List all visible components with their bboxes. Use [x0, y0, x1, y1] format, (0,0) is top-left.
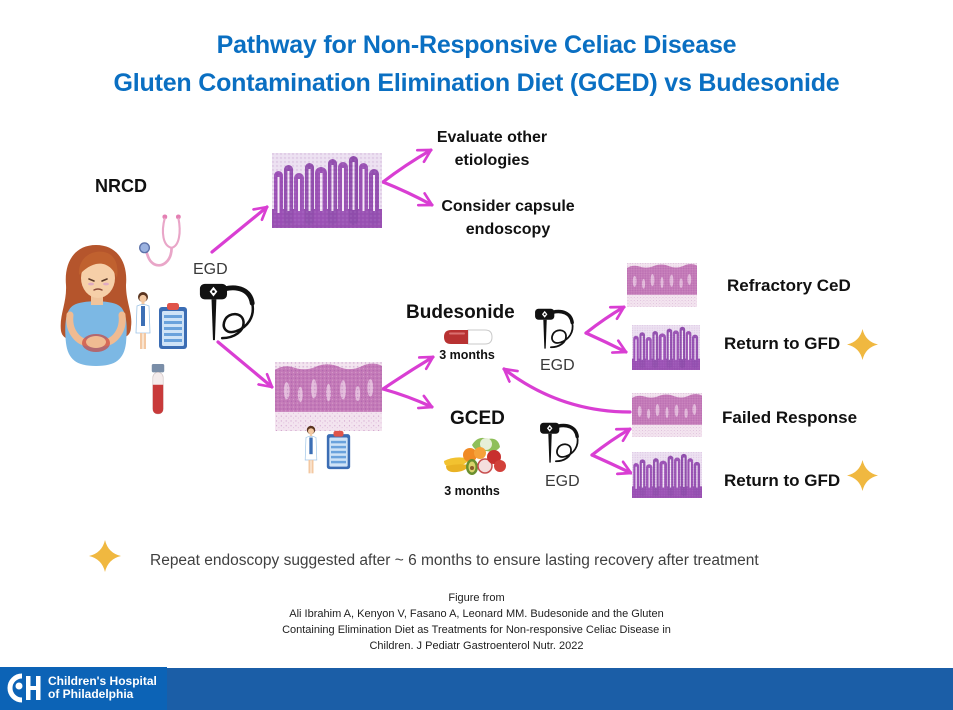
outcome-return-to-gfd: Return to GFD	[724, 334, 841, 353]
citation-line: Children. J Pediatr Gastroenterol Nutr. …	[369, 640, 584, 652]
endoscope-icon	[537, 420, 583, 464]
budesonide-duration: 3 months	[439, 348, 495, 362]
slide-title: Pathway for Non-Responsive Celiac Diseas…	[0, 26, 953, 102]
gced-duration: 3 months	[444, 484, 500, 498]
endoscope-icon	[198, 280, 258, 342]
arrow-gced-egd-to-return	[590, 453, 633, 476]
endoscope-icon	[532, 306, 578, 350]
citation: Figure from Ali Ibrahim A, Kenyon V, Fas…	[0, 590, 953, 654]
arrow-gced-egd-to-failed	[590, 427, 632, 457]
outcome-line: Consider capsule	[441, 198, 575, 215]
histology-normal-villi-image	[632, 452, 702, 498]
citation-line: Figure from	[448, 592, 505, 604]
capsule-pill-icon	[444, 329, 493, 345]
histology-villous-atrophy-image	[275, 362, 382, 431]
clipboard-icon	[325, 430, 352, 470]
initial-egd-label: EGD	[193, 261, 228, 278]
arrow-abnormal-to-gced	[381, 387, 434, 410]
patient-abdominal-pain-icon	[60, 245, 132, 366]
outcome-consider-capsule-endoscopy: Consider capsule endoscopy	[432, 195, 584, 241]
treatment-gced-label: GCED	[450, 408, 505, 429]
org-name-line-1: Children's Hospital	[48, 674, 157, 688]
start-label: NRCD	[95, 176, 147, 196]
arrow-budesonide-egd-to-return	[584, 331, 628, 354]
chop-logo-mark-icon	[7, 673, 41, 703]
star-icon	[89, 540, 121, 572]
arrow-failed-to-budesonide	[502, 367, 632, 414]
arrow-abnormal-to-budesonide	[381, 355, 435, 391]
outcome-line: Evaluate other	[436, 129, 548, 146]
budesonide-followup-egd-label: EGD	[540, 357, 575, 374]
histology-villous-atrophy-image	[632, 393, 702, 437]
title-line-2: Gluten Contamination Elimination Diet (G…	[113, 69, 840, 97]
repeat-endoscopy-note: Repeat endoscopy suggested after ~ 6 mon…	[150, 552, 759, 569]
org-name-line-2: of Philadelphia	[48, 687, 134, 701]
outcome-refractory-ced: Refractory CeD	[727, 276, 851, 295]
arrow-egd-to-abnormal-biopsy	[216, 340, 274, 389]
star-icon	[847, 329, 878, 360]
arrow-normal-to-evaluate	[381, 148, 433, 184]
outcome-line: endoscopy	[465, 221, 551, 238]
arrow-budesonide-egd-to-refractory	[584, 305, 626, 335]
histology-normal-villi-image	[632, 325, 700, 370]
outcome-evaluate-other-etiologies: Evaluate other etiologies	[422, 126, 562, 172]
chop-logo-text: Children's Hospital of Philadelphia	[48, 675, 157, 701]
histology-normal-villi-image	[272, 153, 382, 228]
histology-villous-atrophy-image	[627, 263, 697, 307]
title-line-1: Pathway for Non-Responsive Celiac Diseas…	[216, 31, 737, 59]
treatment-budesonide-label: Budesonide	[406, 302, 515, 323]
blood-test-tube-icon	[151, 364, 165, 415]
star-icon	[847, 460, 878, 491]
stethoscope-icon	[139, 214, 181, 267]
outcome-failed-response: Failed Response	[722, 408, 858, 427]
fruits-vegetables-icon	[444, 437, 506, 475]
citation-line: Containing Elimination Diet as Treatment…	[282, 624, 671, 636]
outcome-return-to-gfd: Return to GFD	[724, 471, 841, 490]
arrow-normal-to-capsule	[381, 180, 434, 207]
citation-line: Ali Ibrahim A, Kenyon V, Fasano A, Leona…	[289, 608, 664, 620]
arrow-egd-to-normal-biopsy	[210, 205, 269, 254]
doctor-icon	[304, 425, 318, 475]
doctor-icon	[135, 291, 151, 351]
outcome-line: etiologies	[454, 152, 530, 169]
clipboard-icon	[158, 302, 188, 350]
gced-followup-egd-label: EGD	[545, 473, 580, 490]
